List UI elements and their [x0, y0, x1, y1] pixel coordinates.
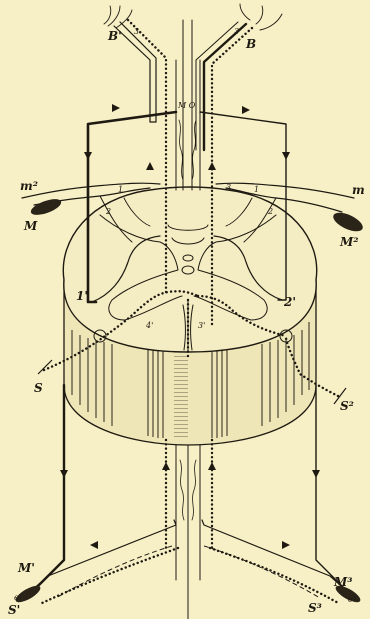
label-S1-bottom-left: S': [8, 603, 20, 617]
label-1-prime: 1': [76, 289, 88, 303]
cord-cross-section: [63, 187, 316, 352]
label-1-right: 1: [254, 185, 259, 194]
label-top-right-3: 3: [234, 27, 239, 36]
label-2-right: 2: [267, 207, 273, 216]
label-top-left-3: 3: [134, 27, 139, 36]
label-mo: M O: [177, 101, 196, 110]
label-S-left: S: [34, 381, 43, 395]
label-M1-bottom-left: M': [17, 561, 35, 575]
label-e-bottom-left: e²: [14, 593, 22, 602]
label-m2-left: m²: [20, 179, 38, 193]
label-2-prime: 2': [283, 295, 296, 309]
label-1-left: 1: [118, 185, 123, 194]
label-M-left: M: [23, 219, 38, 233]
label-m-right: m: [352, 183, 365, 197]
label-B-right: B: [245, 37, 256, 51]
label-e-bottom-right: e³: [348, 595, 356, 604]
label-3-center: 3: [226, 183, 231, 192]
label-S3-bottom-right: S³: [308, 601, 322, 615]
label-M2-right: M²: [339, 235, 359, 249]
label-2-left: 2: [105, 207, 111, 216]
label-M3-bottom-right: M³: [333, 575, 353, 589]
label-4-prime: 4': [145, 321, 153, 330]
label-B-left: B': [107, 29, 122, 43]
label-S2-right: S²: [340, 399, 354, 413]
label-3-prime: 3': [198, 321, 205, 330]
